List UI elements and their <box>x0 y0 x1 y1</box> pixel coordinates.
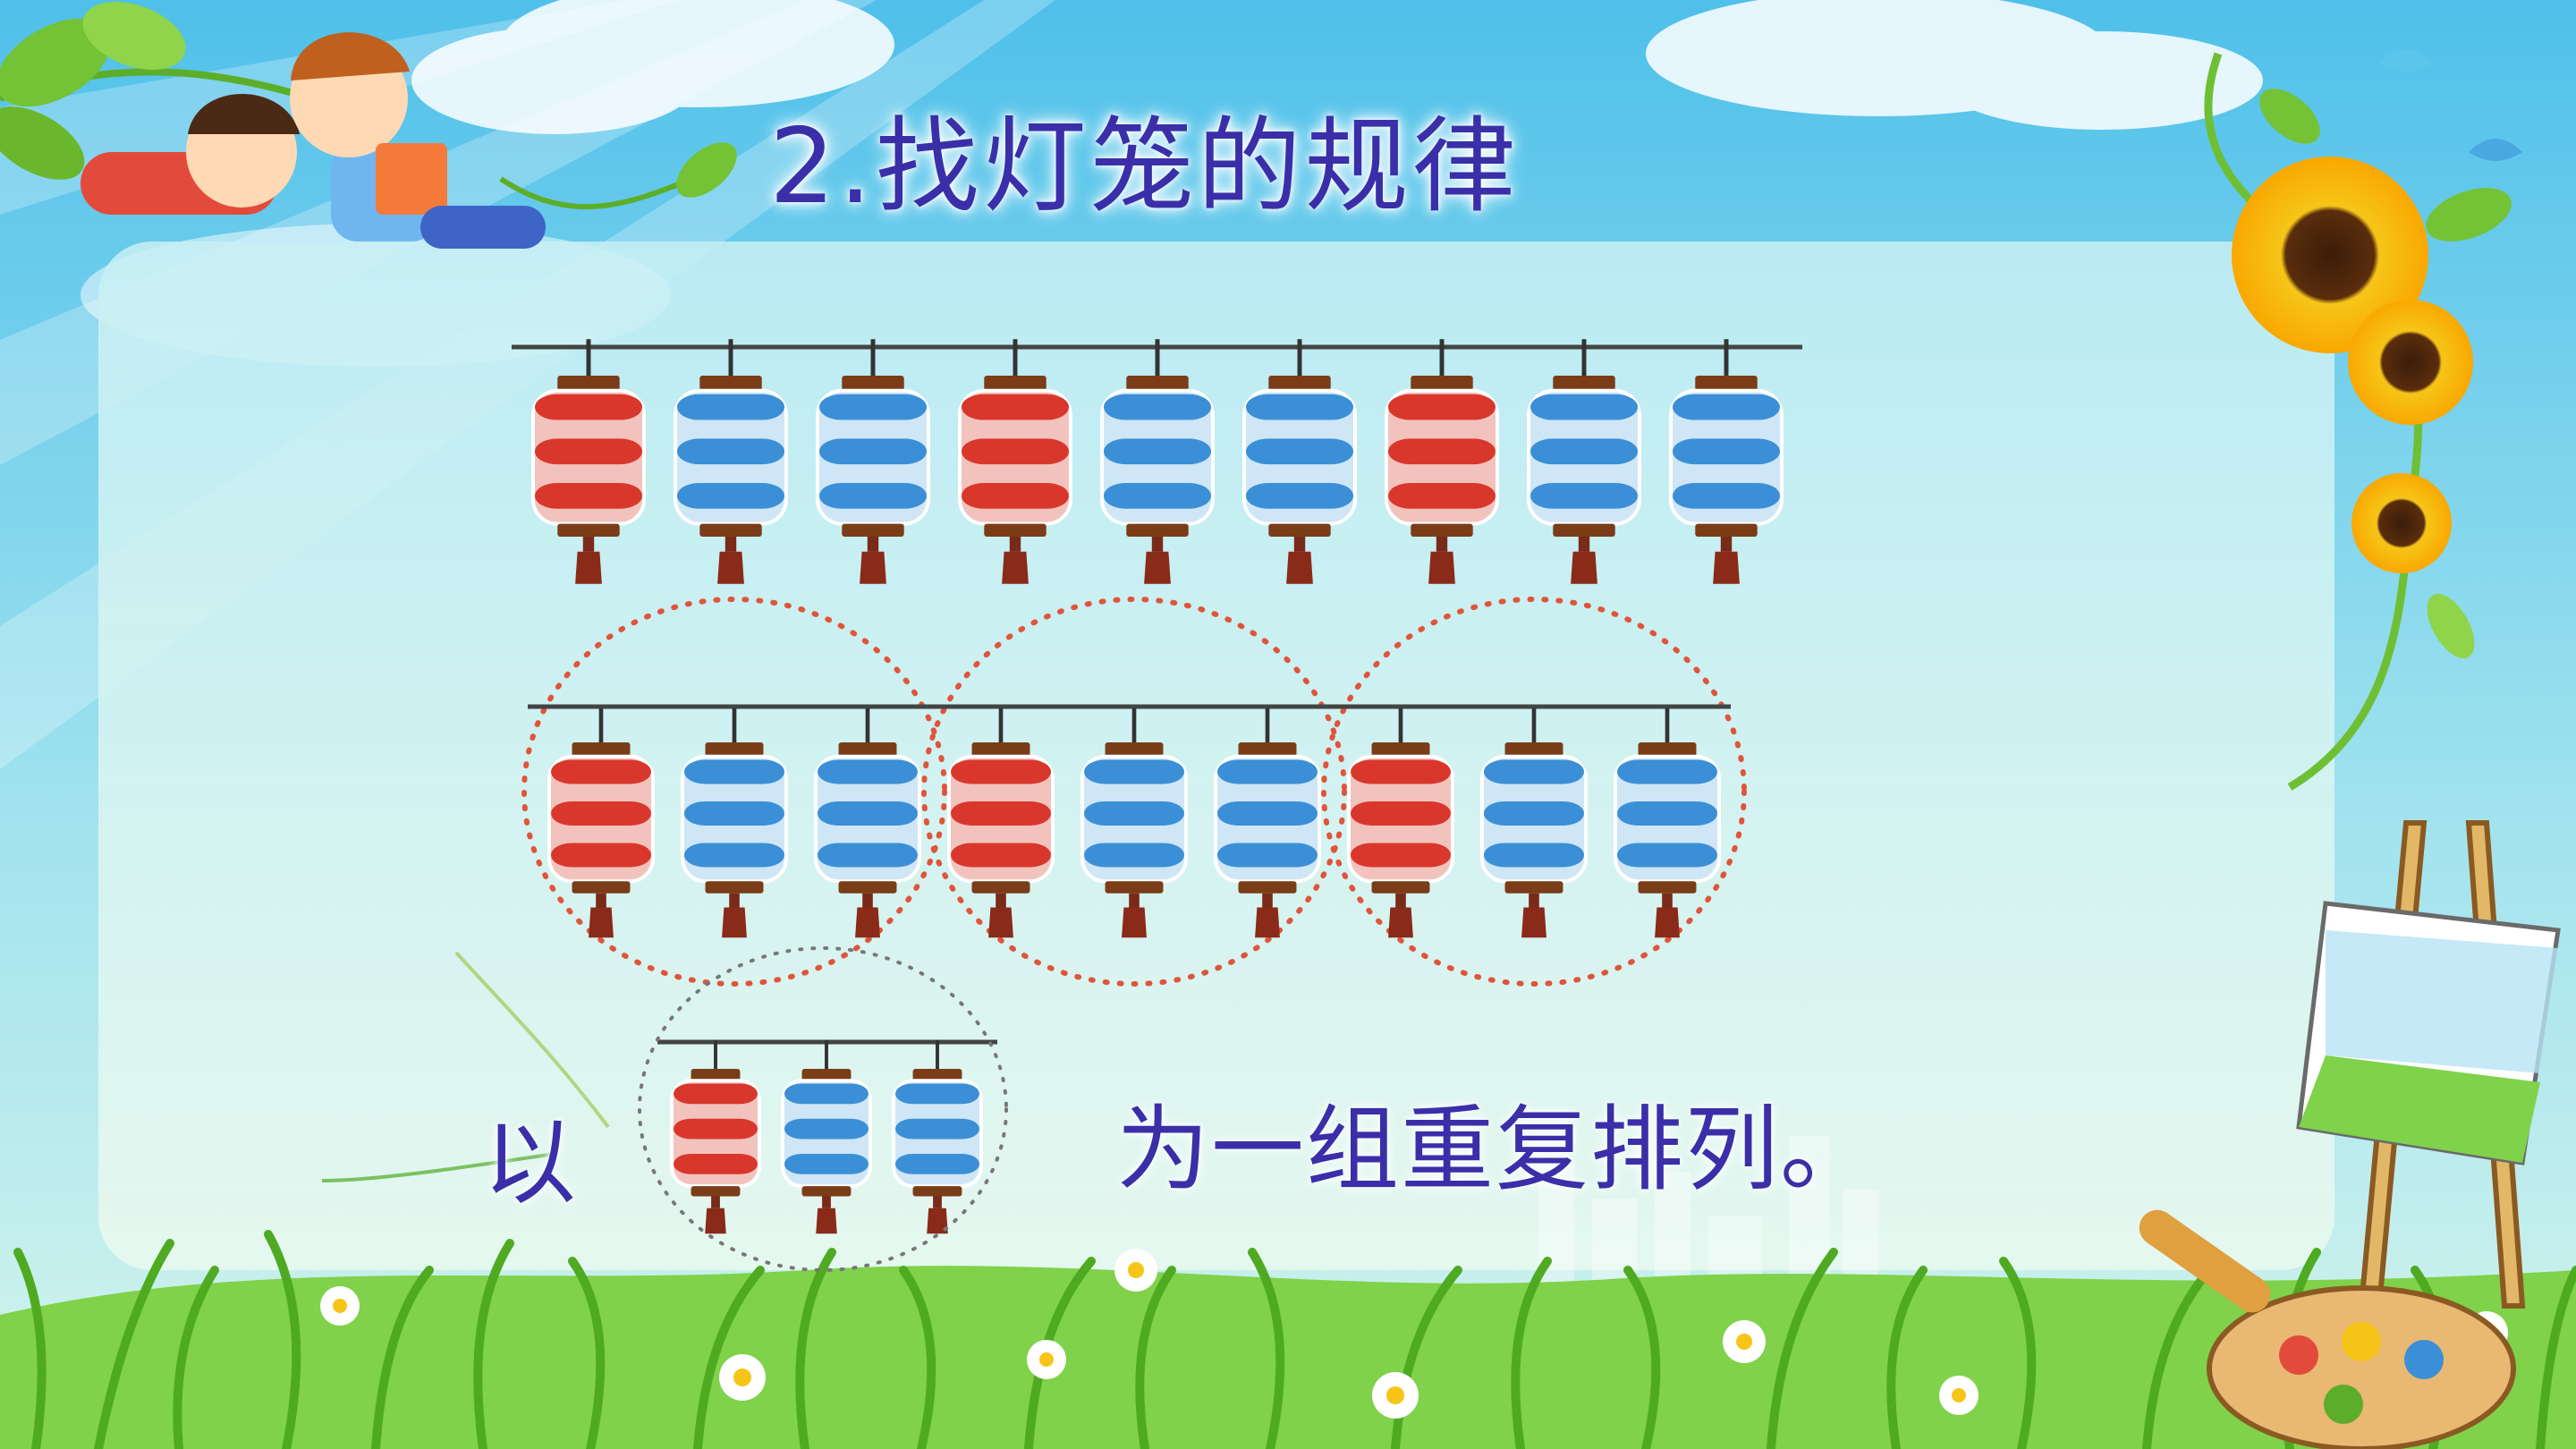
group-circles <box>521 597 1747 987</box>
red-lantern <box>958 339 1072 584</box>
group-circle <box>921 597 1347 987</box>
children-illustration <box>80 32 546 249</box>
group-circle <box>1321 597 1747 987</box>
blue-lantern <box>1669 339 1784 584</box>
blue-lantern <box>814 708 921 938</box>
blue-lantern <box>674 339 788 584</box>
easel-illustration <box>2139 820 2561 1449</box>
lantern-group-example <box>638 946 1008 1272</box>
red-lantern <box>947 708 1055 938</box>
blue-lantern <box>681 708 788 938</box>
blue-lantern <box>1214 708 1321 938</box>
lantern-row-grouped <box>528 704 1731 938</box>
page-title: 2.找灯笼的规律 <box>769 106 1520 227</box>
red-lantern <box>1385 339 1499 584</box>
blue-lantern <box>1080 708 1188 938</box>
caption-suffix: 为一组重复排列。 <box>1116 1095 1876 1204</box>
lantern-row-top <box>512 339 1802 584</box>
blue-lantern <box>816 339 930 584</box>
blue-lantern <box>1100 339 1215 584</box>
blue-lantern <box>1527 339 1641 584</box>
group-circle <box>521 597 947 987</box>
red-lantern <box>547 708 655 938</box>
example-group-circle <box>638 946 1008 1272</box>
blue-lantern <box>1242 339 1357 584</box>
caption-prefix: 以 <box>483 1108 577 1217</box>
red-lantern <box>1347 708 1454 938</box>
blue-lantern <box>892 1039 983 1234</box>
blue-lantern <box>781 1039 872 1234</box>
blue-lantern <box>1480 708 1588 938</box>
red-lantern <box>670 1039 761 1234</box>
blue-lantern <box>1614 708 1721 938</box>
red-lantern <box>531 339 646 584</box>
